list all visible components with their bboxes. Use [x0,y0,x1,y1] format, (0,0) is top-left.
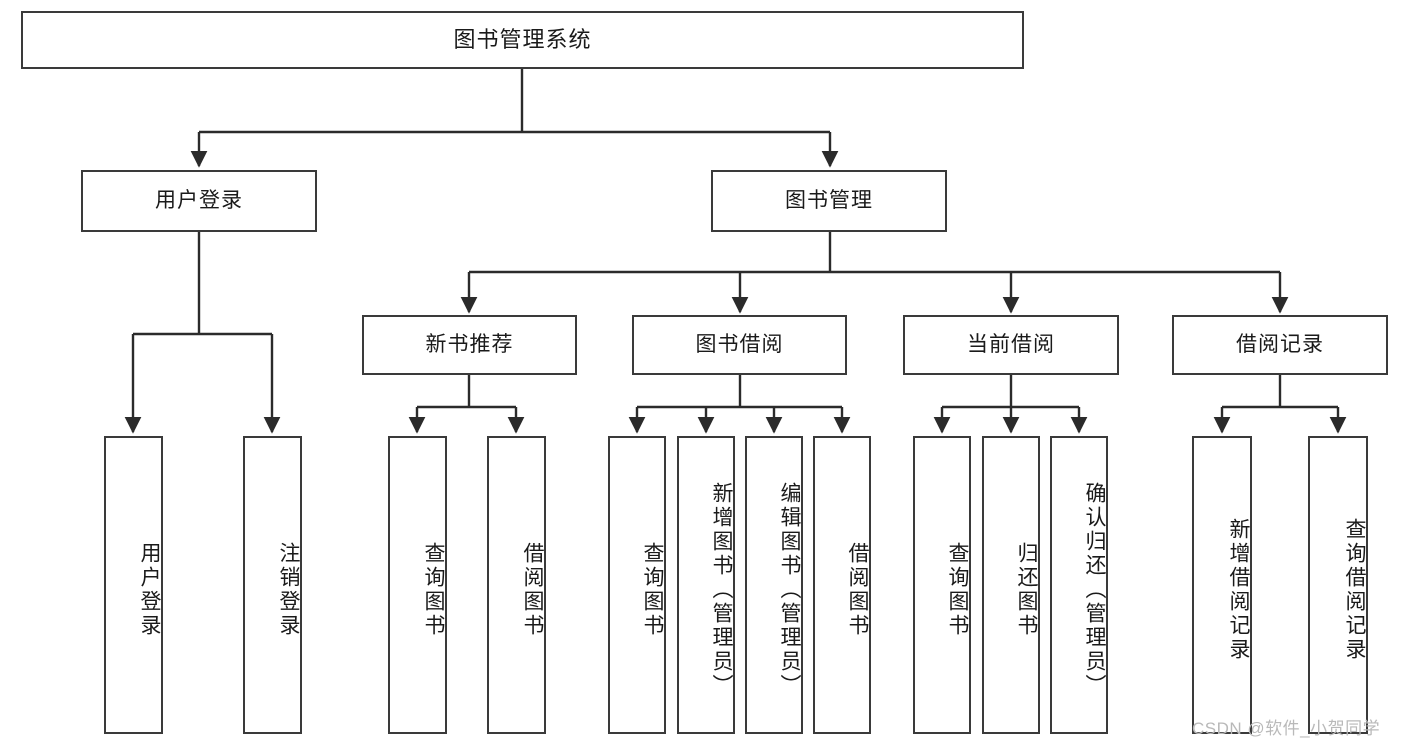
node-leaf-logout-login-label: 注销登录 [277,542,300,638]
node-leaf-edit-book[interactable]: 编辑图书（管理员） [745,436,803,734]
node-leaf-add-record[interactable]: 新增借阅记录 [1192,436,1252,734]
node-user-login-label: 用户登录 [155,189,243,213]
node-leaf-borrow-book-1[interactable]: 借阅图书 [487,436,546,734]
node-new-book-recommend[interactable]: 新书推荐 [362,315,577,375]
node-leaf-query-book-3-label: 查询图书 [946,542,969,638]
node-leaf-confirm-return-label: 确认归还（管理员） [1083,482,1106,698]
node-root[interactable]: 图书管理系统 [21,11,1024,69]
node-leaf-query-book-3[interactable]: 查询图书 [913,436,971,734]
node-leaf-borrow-book-2[interactable]: 借阅图书 [813,436,871,734]
node-leaf-query-record-label: 查询借阅记录 [1343,518,1366,662]
node-leaf-return-book[interactable]: 归还图书 [982,436,1040,734]
node-current-borrow[interactable]: 当前借阅 [903,315,1119,375]
node-leaf-query-book-1[interactable]: 查询图书 [388,436,447,734]
node-book-borrow[interactable]: 图书借阅 [632,315,847,375]
node-leaf-query-book-2[interactable]: 查询图书 [608,436,666,734]
node-leaf-edit-book-label: 编辑图书（管理员） [778,482,801,698]
node-user-login[interactable]: 用户登录 [81,170,317,232]
node-leaf-return-book-label: 归还图书 [1015,542,1038,638]
node-current-borrow-label: 当前借阅 [967,333,1055,357]
node-leaf-user-login-label: 用户登录 [138,542,161,638]
node-book-borrow-label: 图书借阅 [695,333,784,357]
node-new-book-recommend-label: 新书推荐 [425,333,514,357]
node-leaf-query-book-1-label: 查询图书 [422,542,445,638]
node-root-label: 图书管理系统 [453,26,592,52]
node-leaf-borrow-book-1-label: 借阅图书 [521,542,544,638]
node-leaf-logout-login[interactable]: 注销登录 [243,436,302,734]
node-book-manage-label: 图书管理 [785,189,873,213]
node-borrow-record-label: 借阅记录 [1236,333,1324,357]
node-book-manage[interactable]: 图书管理 [711,170,947,232]
node-leaf-confirm-return[interactable]: 确认归还（管理员） [1050,436,1108,734]
node-leaf-query-record[interactable]: 查询借阅记录 [1308,436,1368,734]
node-borrow-record[interactable]: 借阅记录 [1172,315,1388,375]
node-leaf-add-book-label: 新增图书（管理员） [710,482,733,698]
node-leaf-query-book-2-label: 查询图书 [641,542,664,638]
node-leaf-borrow-book-2-label: 借阅图书 [846,542,869,638]
node-leaf-user-login[interactable]: 用户登录 [104,436,163,734]
node-leaf-add-record-label: 新增借阅记录 [1227,518,1250,662]
node-leaf-add-book[interactable]: 新增图书（管理员） [677,436,735,734]
